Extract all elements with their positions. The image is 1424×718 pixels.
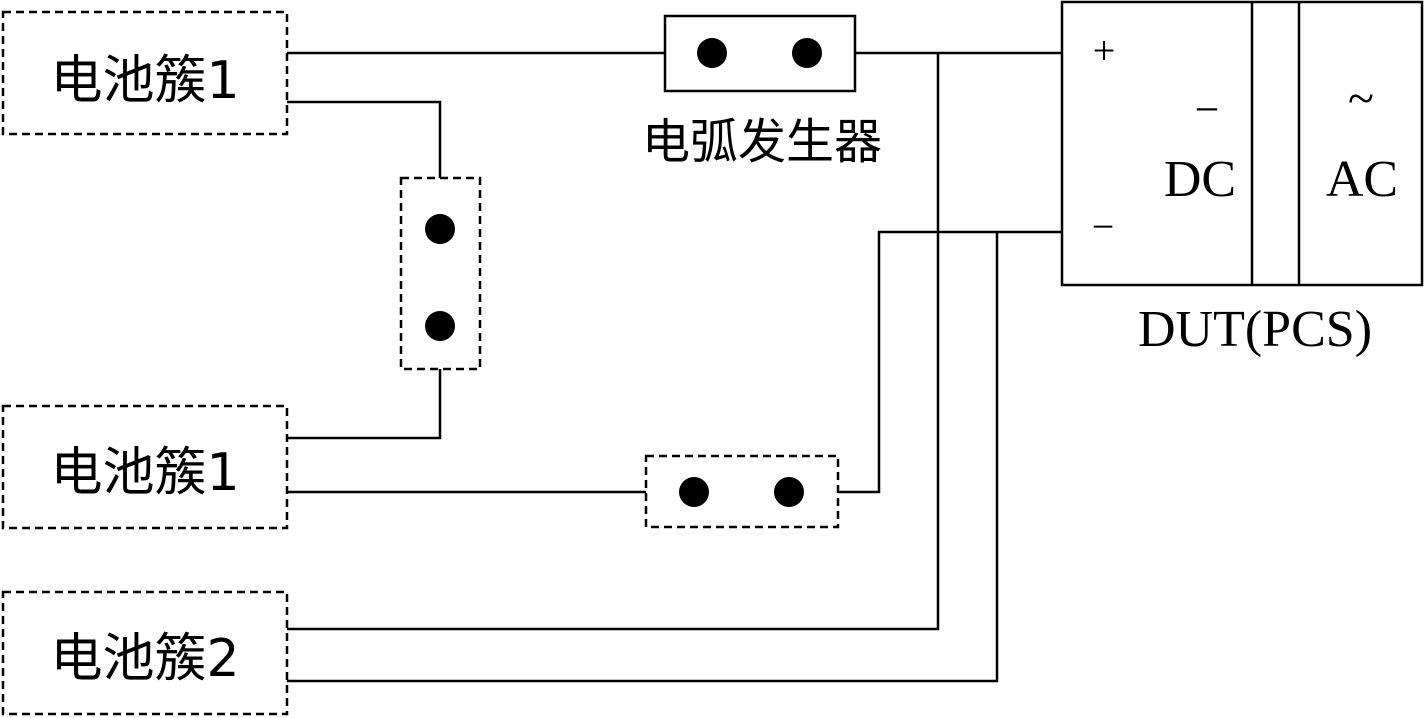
- wire-cluster2-to-dut-minus: [287, 232, 999, 683]
- series-connector-terminal-top: [425, 214, 455, 244]
- ac-symbol: ~: [1348, 72, 1374, 125]
- wire-cluster2-to-dut-plus: [287, 53, 940, 631]
- battery-cluster-1-top-label: 电池簇1: [50, 51, 239, 111]
- arc-generator-label: 电弧发生器: [642, 114, 882, 170]
- battery-cluster-1-middle-label: 电池簇1: [50, 443, 239, 503]
- battery-cluster-2-label: 电池簇2: [50, 629, 239, 689]
- wiring: [287, 51, 1062, 683]
- dut-pcs: + − − DC ~ AC DUT(PCS): [1060, 0, 1424, 358]
- battery-cluster-1-top: 电池簇1: [1, 10, 289, 136]
- series-connector-vertical: [399, 176, 482, 371]
- horizontal-connector-terminal-left: [679, 477, 709, 507]
- ac-label: AC: [1326, 151, 1398, 208]
- wire-vertical-connector-to-cluster1b: [287, 369, 442, 440]
- dut-minus-sign: −: [1092, 204, 1115, 249]
- series-connector-terminal-bottom: [425, 311, 455, 341]
- dut-label: DUT(PCS): [1138, 301, 1372, 358]
- wire-horizontal-connector-to-dut-minus: [838, 230, 1062, 494]
- dc-label: DC: [1164, 151, 1236, 208]
- horizontal-connector-terminal-right: [774, 477, 804, 507]
- battery-cluster-2: 电池簇2: [1, 590, 289, 716]
- wire-cluster1-to-vertical-connector: [287, 100, 442, 178]
- battery-cluster-1-middle: 电池簇1: [1, 404, 289, 530]
- arc-generator: 电弧发生器: [642, 14, 882, 170]
- arc-generator-terminal-left: [697, 38, 727, 68]
- series-connector-horizontal: [644, 454, 840, 529]
- arc-generator-terminal-right: [792, 38, 822, 68]
- dc-minus-sign: −: [1195, 85, 1220, 134]
- dut-plus-sign: +: [1093, 28, 1116, 73]
